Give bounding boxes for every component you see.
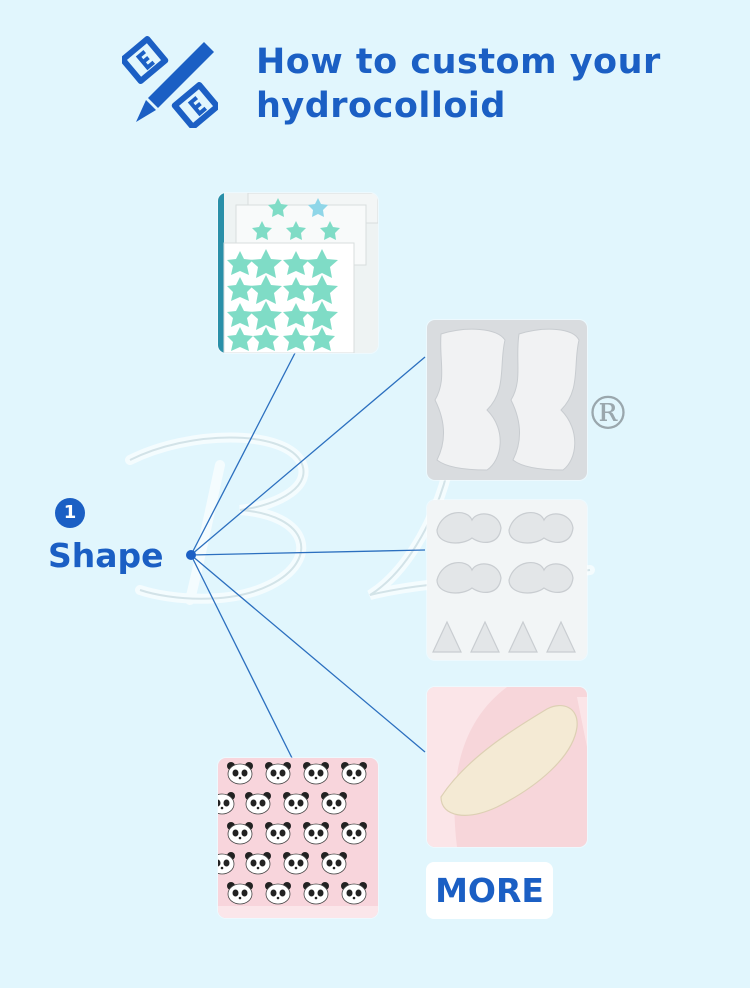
title-line-1: How to custom your bbox=[256, 42, 661, 82]
crescent-eye-patch[interactable] bbox=[427, 687, 587, 847]
step-number-badge: 1 bbox=[55, 498, 85, 528]
page-title: How to custom your hydrocolloid bbox=[256, 40, 661, 128]
shape-label: Shape bbox=[48, 536, 164, 575]
more-button[interactable]: MORE bbox=[426, 862, 553, 919]
registered-trademark-mark: ® bbox=[585, 386, 631, 440]
panda-print-patches[interactable] bbox=[218, 758, 378, 918]
title-line-2: hydrocolloid bbox=[256, 86, 506, 126]
star-shaped-patches[interactable] bbox=[218, 193, 378, 353]
hub-dot bbox=[186, 550, 196, 560]
chin-and-triangle-patches[interactable] bbox=[427, 500, 587, 660]
pencil-edit-icon bbox=[119, 35, 221, 131]
nose-strip-patches[interactable] bbox=[427, 320, 587, 480]
